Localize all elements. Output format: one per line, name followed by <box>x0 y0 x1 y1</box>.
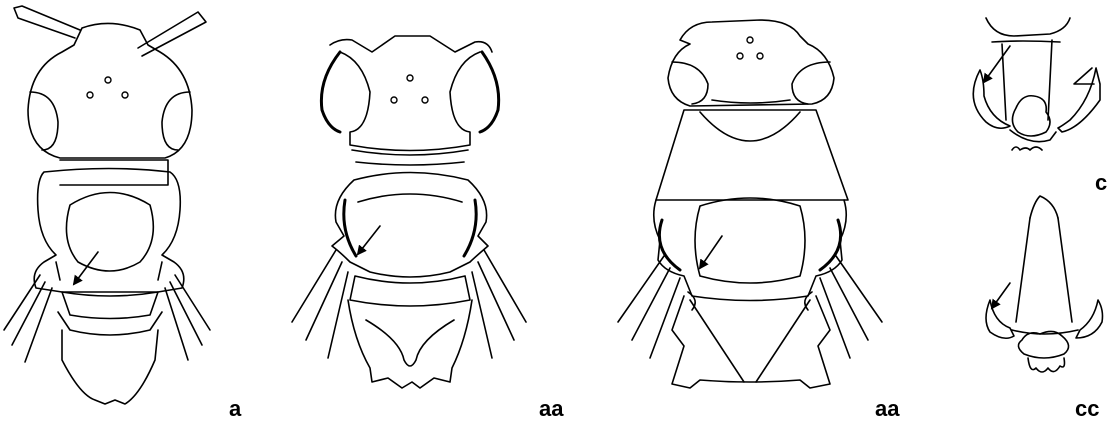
specimen-a-drawing <box>4 6 210 404</box>
panel-label-cc: cc <box>1075 396 1099 421</box>
specimen-aa-2-drawing <box>618 20 882 388</box>
panel-label-c: c <box>1095 170 1107 195</box>
panel-label-aa-2: aa <box>875 396 900 421</box>
panel-label-a: a <box>229 396 242 421</box>
specimen-aa-1-drawing <box>292 36 526 388</box>
specimen-c-drawing <box>973 18 1100 150</box>
panel-label-aa-1: aa <box>539 396 564 421</box>
specimen-cc-drawing <box>986 196 1103 372</box>
